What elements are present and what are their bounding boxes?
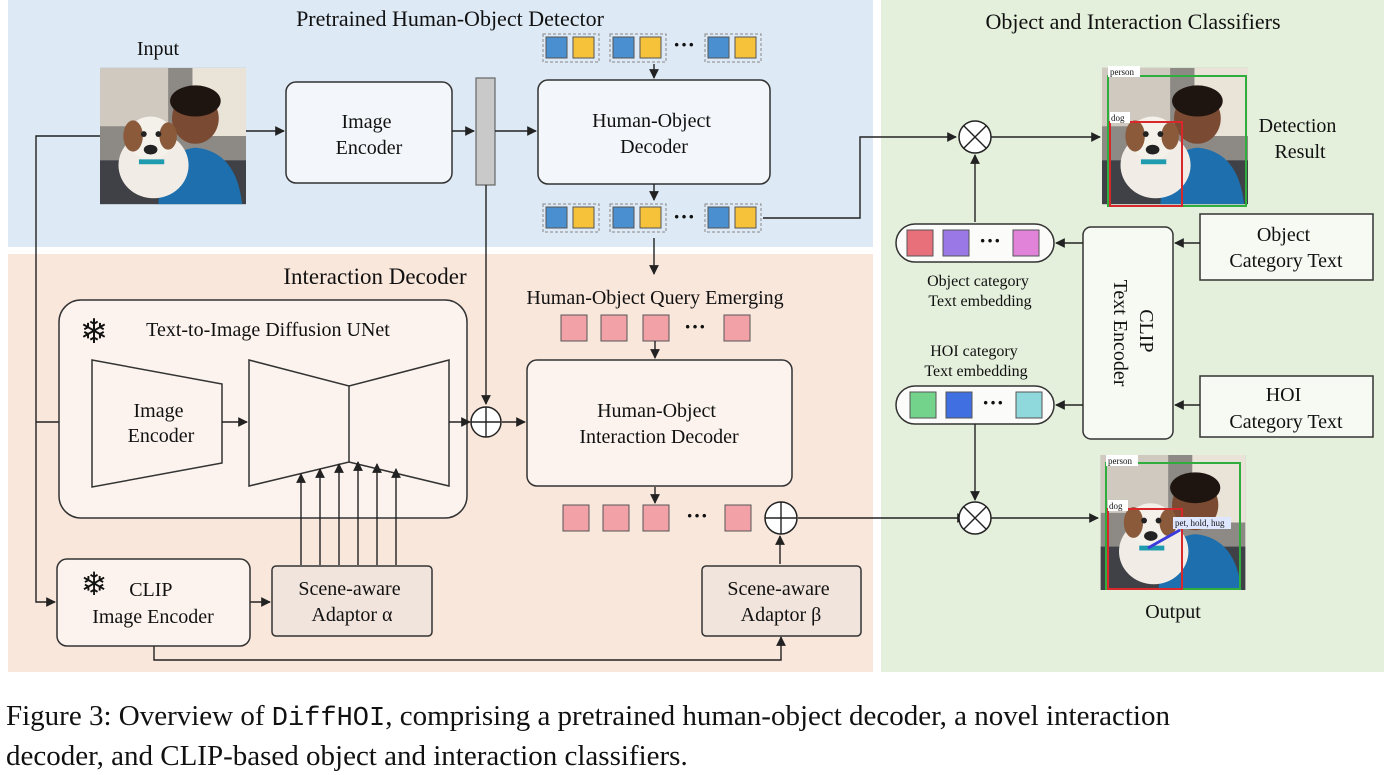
- interaction-output-tokens: [562, 504, 752, 532]
- object-token: [572, 206, 595, 229]
- classifier-panel-title: Object and Interaction Classifiers: [985, 9, 1280, 34]
- person-box-label: person: [1110, 67, 1134, 77]
- detection-result-image: [1102, 67, 1248, 205]
- human-token: [612, 36, 635, 59]
- ho-decoder-box: [537, 79, 771, 185]
- caption-line-1: Figure 3: Overview of DiffHOI, comprisin…: [6, 700, 1170, 734]
- interaction-label-output: pet, hold, hug: [1175, 518, 1225, 528]
- human-token: [545, 206, 568, 229]
- clip-text-encoder-box: [1082, 226, 1174, 440]
- clip-text-encoder-label: CLIP Text Encoder: [1109, 280, 1157, 387]
- ellipsis-obj: ···: [979, 228, 1001, 253]
- human-token: [545, 36, 568, 59]
- hoi-category-text-label: HOI Category Text: [1229, 384, 1343, 433]
- detector-panel-title: Pretrained Human-Object Detector: [296, 6, 605, 31]
- object-token: [734, 206, 757, 229]
- interaction-query-token: [642, 314, 670, 342]
- hoi-category-text-box: [1199, 375, 1374, 438]
- hoi-embedding-token: [1015, 391, 1043, 419]
- interaction-query-tokens: [560, 314, 751, 342]
- human-token: [707, 206, 730, 229]
- hoi-embedding-token: [909, 391, 937, 419]
- interaction-panel-title: Interaction Decoder: [283, 264, 467, 289]
- human-token: [612, 206, 635, 229]
- interaction-query-token: [642, 504, 670, 532]
- object-category-text-box: [1199, 213, 1374, 281]
- diffhoi-architecture-diagram: Pretrained Human-Object Detector Interac…: [8, 0, 1384, 672]
- token-pair-group: [542, 33, 600, 63]
- object-embedding-token: [906, 229, 934, 257]
- image-encoder-box: [285, 81, 453, 184]
- object-embedding-label: Object category Text embedding: [927, 273, 1033, 310]
- diffusion-unet-title: Text-to-Image Diffusion UNet: [146, 319, 390, 341]
- clip-image-encoder-label: CLIP Image Encoder: [92, 579, 214, 628]
- unet-image-encoder-label: Image Encoder: [128, 400, 195, 447]
- token-pair-group: [704, 203, 762, 233]
- token-pair-group: [609, 203, 667, 233]
- output-label: Output: [1145, 601, 1201, 623]
- query-tokens-top: [542, 33, 762, 63]
- human-token: [707, 36, 730, 59]
- interaction-arrows: [153, 341, 967, 661]
- adaptor-alpha-label: Scene-aware Adaptor α: [298, 578, 405, 626]
- person-box-label-output: person: [1108, 456, 1132, 466]
- classifier-arrows: [970, 132, 1200, 523]
- object-embedding-token: [942, 229, 970, 257]
- hoi-embedding-label: HOI category Text embedding: [924, 343, 1027, 380]
- snowflake-icon: ❄: [81, 566, 108, 602]
- object-token: [734, 36, 757, 59]
- ellipsis-pink2: ···: [686, 503, 708, 528]
- hoi-embedding-token: [945, 391, 973, 419]
- object-token: [639, 206, 662, 229]
- object-token: [639, 36, 662, 59]
- object-category-text-label: Object Category Text: [1229, 224, 1343, 272]
- query-tokens-output: [542, 203, 762, 233]
- dog-box-label-output: dog: [1109, 501, 1123, 511]
- snowflake-icon: ❄: [80, 314, 109, 351]
- unet-encoder-trapezoid: [91, 359, 223, 488]
- ho-decoder-label: Human-Object Decoder: [592, 110, 716, 158]
- adaptor-alpha-box: [271, 565, 433, 637]
- ellipsis-hoi: ···: [982, 390, 1004, 415]
- ellipsis-mid: ···: [673, 204, 695, 229]
- ellipsis-pink: ···: [684, 314, 706, 339]
- interaction-query-token: [724, 504, 752, 532]
- dog-box-label: dog: [1111, 113, 1125, 123]
- method-name: DiffHOI: [271, 704, 386, 734]
- adaptor-beta-label: Scene-aware Adaptor β: [727, 578, 834, 626]
- image-encoder-label: Image Encoder: [336, 111, 403, 159]
- interaction-query-token: [723, 314, 751, 342]
- query-emerging-label: Human-Object Query Emerging: [526, 287, 783, 309]
- object-embedding-token: [1012, 229, 1040, 257]
- input-label: Input: [137, 38, 180, 60]
- token-pair-group: [609, 33, 667, 63]
- interaction-query-token: [602, 504, 630, 532]
- interaction-query-token: [600, 314, 628, 342]
- token-pair-group: [542, 203, 600, 233]
- caption-line-2: decoder, and CLIP-based object and inter…: [6, 740, 688, 772]
- feature-map-bar: [475, 77, 496, 186]
- token-pair-group: [704, 33, 762, 63]
- hoi-decoder-label: Human-Object Interaction Decoder: [579, 400, 739, 448]
- ellipsis-top: ···: [673, 32, 695, 57]
- detection-result-label: Detection Result: [1259, 115, 1342, 163]
- object-token: [572, 36, 595, 59]
- input-image: [100, 67, 246, 205]
- clip-image-encoder-box: [56, 558, 251, 647]
- adaptor-beta-box: [701, 565, 862, 637]
- interaction-query-token: [562, 504, 590, 532]
- figure-caption: Figure 3: Overview of DiffHOI, comprisin…: [6, 698, 1384, 775]
- hoi-decoder-box: [526, 359, 793, 487]
- interaction-query-token: [560, 314, 588, 342]
